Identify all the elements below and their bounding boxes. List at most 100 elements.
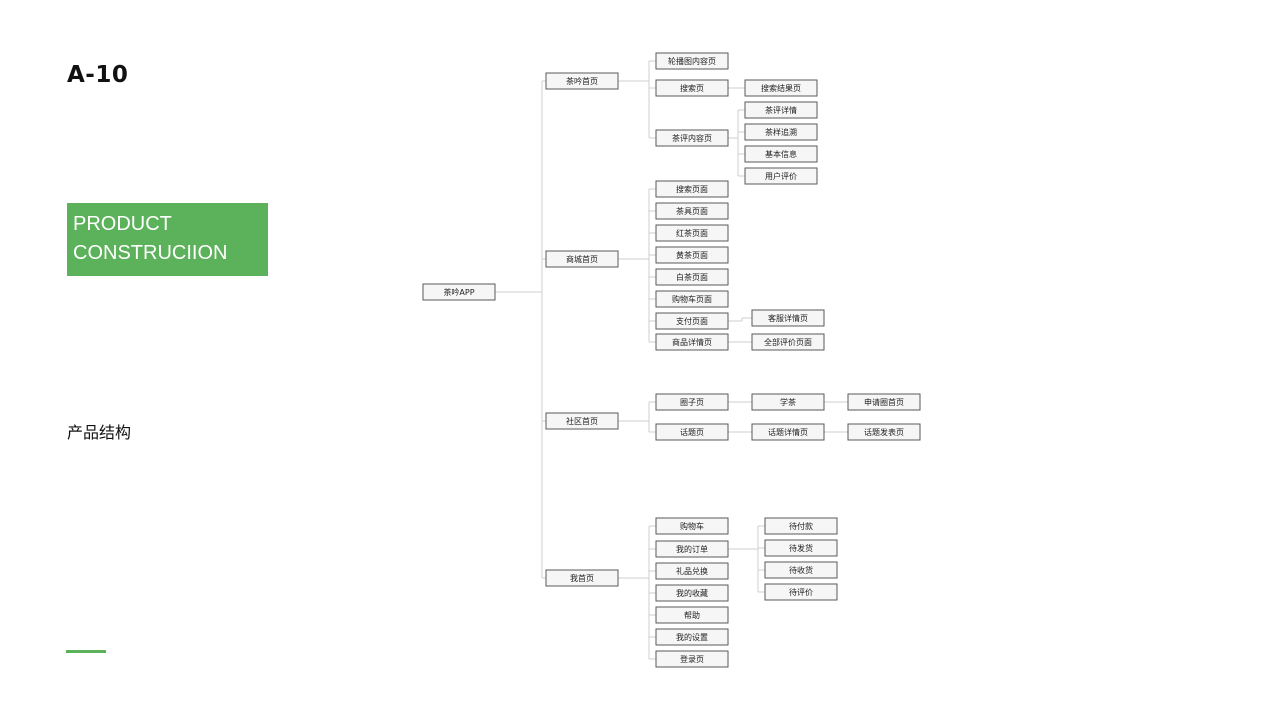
tree-node: 用户评价 bbox=[744, 167, 818, 185]
node-box bbox=[847, 423, 921, 441]
node-label: 茶评内容页 bbox=[672, 133, 712, 143]
node-box bbox=[744, 101, 818, 119]
node-label: 搜索页 bbox=[680, 83, 704, 93]
node-label: 茶吟首页 bbox=[566, 76, 598, 86]
node-box bbox=[764, 561, 838, 579]
node-label: 社区首页 bbox=[566, 416, 598, 426]
node-box bbox=[545, 250, 619, 268]
node-label: 茶样追溯 bbox=[765, 127, 797, 137]
section-badge: PRODUCT CONSTRUCIION bbox=[67, 203, 268, 276]
tree-node: 搜索页 bbox=[655, 79, 729, 97]
node-box bbox=[422, 283, 496, 301]
tree-node: 基本信息 bbox=[744, 145, 818, 163]
node-box bbox=[655, 52, 729, 70]
node-label: 红茶页面 bbox=[676, 228, 708, 238]
node-box bbox=[655, 312, 729, 330]
tree-node: 话题发表页 bbox=[847, 423, 921, 441]
node-box bbox=[655, 584, 729, 602]
node-label: 帮助 bbox=[684, 610, 700, 620]
node-label: 话题页 bbox=[680, 427, 704, 437]
tree-node: 商城首页 bbox=[545, 250, 619, 268]
node-box bbox=[655, 540, 729, 558]
node-label: 商品详情页 bbox=[672, 337, 712, 347]
tree-node: 话题页 bbox=[655, 423, 729, 441]
tree-node: 全部评价页面 bbox=[751, 333, 825, 351]
node-label: 学茶 bbox=[780, 397, 796, 407]
tree-node: 茶评详情 bbox=[744, 101, 818, 119]
node-box bbox=[744, 123, 818, 141]
node-box bbox=[655, 268, 729, 286]
tree-node: 学茶 bbox=[751, 393, 825, 411]
node-label: 白茶页面 bbox=[676, 272, 708, 282]
node-label: 我的订单 bbox=[676, 544, 708, 554]
tree-node: 茶吟首页 bbox=[545, 72, 619, 90]
node-label: 圈子页 bbox=[680, 398, 704, 407]
node-box bbox=[655, 79, 729, 97]
node-label: 购物车页面 bbox=[672, 294, 712, 304]
tree-node: 茶评内容页 bbox=[655, 129, 729, 147]
node-box bbox=[751, 423, 825, 441]
tree-node: 茶具页面 bbox=[655, 202, 729, 220]
tree-node: 黄茶页面 bbox=[655, 246, 729, 264]
tree-node: 购物车页面 bbox=[655, 290, 729, 308]
node-label: 登录页 bbox=[680, 654, 704, 664]
node-label: 搜索页面 bbox=[676, 184, 708, 194]
tree-node: 待评价 bbox=[764, 583, 838, 601]
node-box bbox=[655, 224, 729, 242]
node-label: 我的设置 bbox=[676, 632, 708, 642]
node-box bbox=[847, 393, 921, 411]
node-label: 用户评价 bbox=[765, 171, 797, 181]
node-label: 支付页面 bbox=[676, 316, 708, 326]
node-box bbox=[655, 202, 729, 220]
accent-bar bbox=[66, 650, 106, 653]
node-box bbox=[655, 129, 729, 147]
node-box bbox=[655, 606, 729, 624]
node-label: 茶吟APP bbox=[443, 287, 474, 297]
tree-node: 白茶页面 bbox=[655, 268, 729, 286]
node-box bbox=[545, 72, 619, 90]
node-box bbox=[764, 539, 838, 557]
tree-node: 帮助 bbox=[655, 606, 729, 624]
tree-node: 我的订单 bbox=[655, 540, 729, 558]
node-label: 话题详情页 bbox=[768, 427, 808, 437]
badge-line-2: CONSTRUCIION bbox=[73, 242, 228, 264]
node-box bbox=[764, 583, 838, 601]
node-box bbox=[744, 167, 818, 185]
node-box bbox=[655, 393, 729, 411]
section-subtitle: 产品结构 bbox=[67, 423, 132, 442]
node-label: 我首页 bbox=[570, 573, 594, 583]
node-box bbox=[744, 79, 818, 97]
tree-node: 待付款 bbox=[764, 517, 838, 535]
node-box bbox=[655, 423, 729, 441]
node-box bbox=[751, 333, 825, 351]
node-label: 客服详情页 bbox=[768, 313, 808, 323]
node-label: 轮播图内容页 bbox=[668, 56, 716, 66]
node-label: 待付款 bbox=[789, 521, 813, 531]
node-label: 茶具页面 bbox=[676, 206, 708, 216]
node-box bbox=[744, 145, 818, 163]
node-box bbox=[751, 309, 825, 327]
tree-node: 轮播图内容页 bbox=[655, 52, 729, 70]
tree-node: 我的收藏 bbox=[655, 584, 729, 602]
node-box bbox=[545, 569, 619, 587]
node-box bbox=[545, 412, 619, 430]
tree-node: 圈子页 bbox=[655, 393, 729, 411]
tree-node: 登录页 bbox=[655, 650, 729, 668]
node-label: 待收货 bbox=[789, 565, 813, 575]
tree-node: 我的设置 bbox=[655, 628, 729, 646]
node-box bbox=[655, 290, 729, 308]
node-label: 待评价 bbox=[789, 587, 813, 597]
node-box bbox=[751, 393, 825, 411]
node-box bbox=[655, 180, 729, 198]
node-label: 申请圈首页 bbox=[864, 397, 904, 407]
node-box bbox=[655, 333, 729, 351]
node-label: 购物车 bbox=[680, 521, 704, 531]
tree-node: 礼品兑换 bbox=[655, 562, 729, 580]
tree-node: 支付页面 bbox=[655, 312, 729, 330]
node-label: 全部评价页面 bbox=[764, 337, 812, 347]
tree-node: 社区首页 bbox=[545, 412, 619, 430]
node-box bbox=[655, 562, 729, 580]
tree-node: 商品详情页 bbox=[655, 333, 729, 351]
node-label: 待发货 bbox=[789, 543, 813, 553]
node-label: 话题发表页 bbox=[864, 427, 904, 437]
